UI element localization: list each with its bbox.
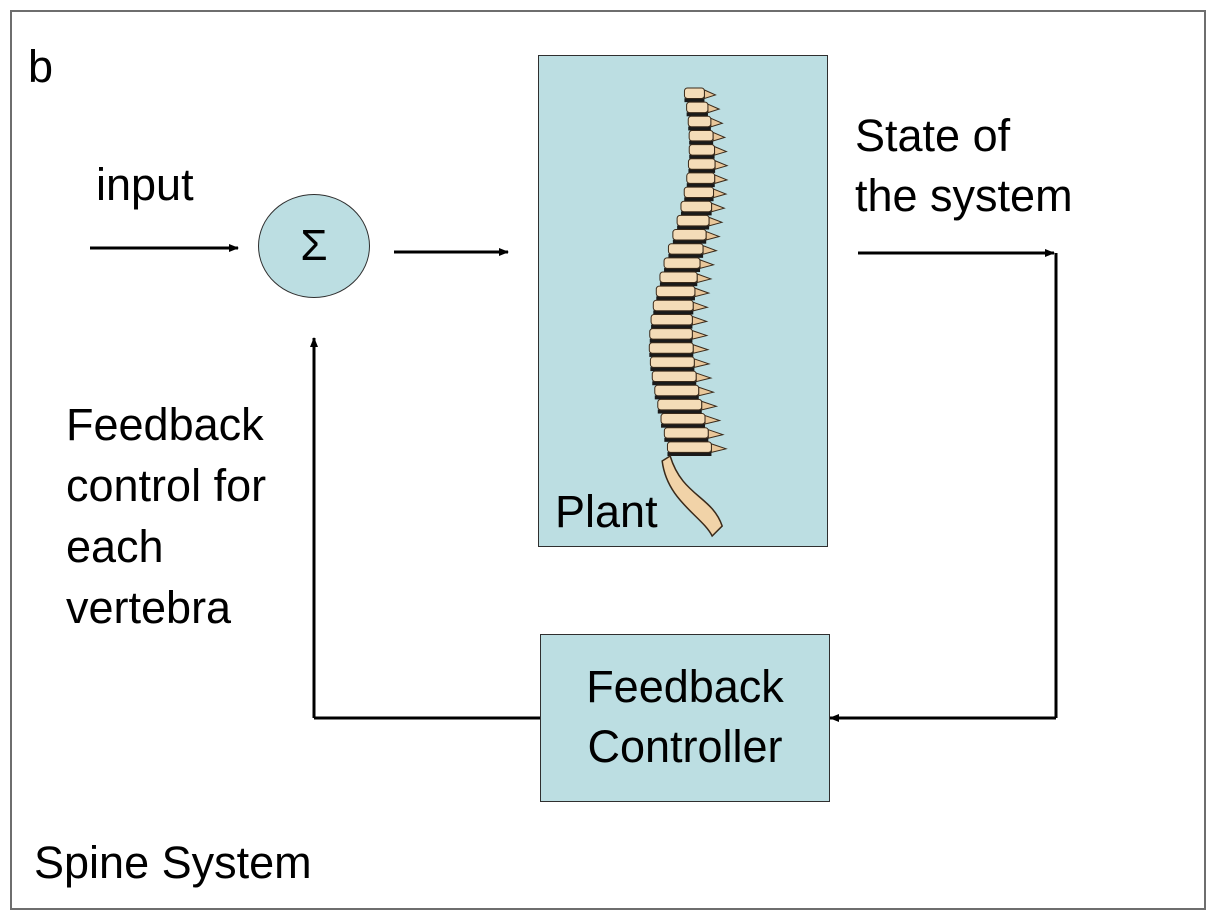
spinous-process — [700, 260, 713, 268]
spinous-process — [697, 274, 711, 282]
spinous-process — [695, 288, 709, 296]
vertebra — [651, 314, 692, 324]
state-of-system-label: State of the system — [855, 106, 1073, 226]
vertebra — [664, 258, 700, 268]
spinous-process — [694, 359, 709, 367]
vertebra — [687, 102, 708, 112]
vertebra — [688, 159, 715, 169]
vertebra — [655, 385, 699, 395]
spinous-process — [706, 232, 719, 240]
input-label: input — [96, 158, 194, 212]
vertebra — [689, 130, 713, 140]
spinous-process — [712, 203, 725, 211]
vertebra — [681, 201, 712, 211]
caption: Spine System — [34, 836, 312, 890]
controller-label: Feedback Controller — [541, 657, 829, 777]
spinous-process — [714, 189, 726, 197]
vertebra — [668, 244, 703, 254]
spinous-process — [708, 430, 723, 438]
spinous-process — [711, 118, 722, 126]
spinous-process — [699, 387, 714, 395]
spinous-process — [696, 373, 711, 381]
vertebra — [649, 343, 693, 353]
spinous-process — [693, 345, 708, 353]
plant-block: Plant — [538, 55, 828, 547]
spinous-process — [711, 444, 726, 452]
spinous-process — [709, 217, 722, 225]
vertebra — [650, 357, 694, 367]
spinous-process — [702, 401, 717, 409]
vertebra — [684, 187, 713, 197]
summing-junction: Σ — [258, 194, 370, 298]
spinous-process — [692, 316, 706, 324]
spinous-process — [708, 104, 719, 112]
spine-illustration — [539, 56, 829, 548]
vertebra — [673, 230, 706, 240]
vertebra — [660, 272, 697, 282]
spinous-process — [715, 147, 727, 155]
feedback-note: Feedback control for each vertebra — [66, 394, 266, 638]
vertebra — [684, 88, 704, 98]
spinous-process — [713, 132, 725, 140]
vertebra — [656, 286, 695, 296]
vertebra — [650, 329, 693, 339]
spinous-process — [705, 416, 720, 424]
panel-letter: b — [28, 40, 53, 94]
spinous-process — [692, 331, 706, 339]
spinous-process — [715, 161, 727, 169]
spinous-process — [704, 90, 715, 98]
spinous-process — [715, 175, 727, 183]
spinous-process — [703, 246, 716, 254]
vertebra — [652, 371, 696, 381]
vertebra — [689, 145, 714, 155]
vertebra — [677, 215, 709, 225]
spinous-process — [693, 302, 707, 310]
sigma-symbol: Σ — [259, 195, 369, 297]
vertebra — [688, 116, 711, 126]
vertebra — [687, 173, 715, 183]
sacrum — [662, 456, 722, 536]
vertebra — [658, 399, 702, 409]
vertebra — [661, 414, 705, 424]
plant-label: Plant — [555, 482, 658, 542]
vertebra — [667, 442, 711, 452]
feedback-controller-block: Feedback Controller — [540, 634, 830, 802]
vertebra — [664, 428, 708, 438]
vertebra — [653, 300, 693, 310]
